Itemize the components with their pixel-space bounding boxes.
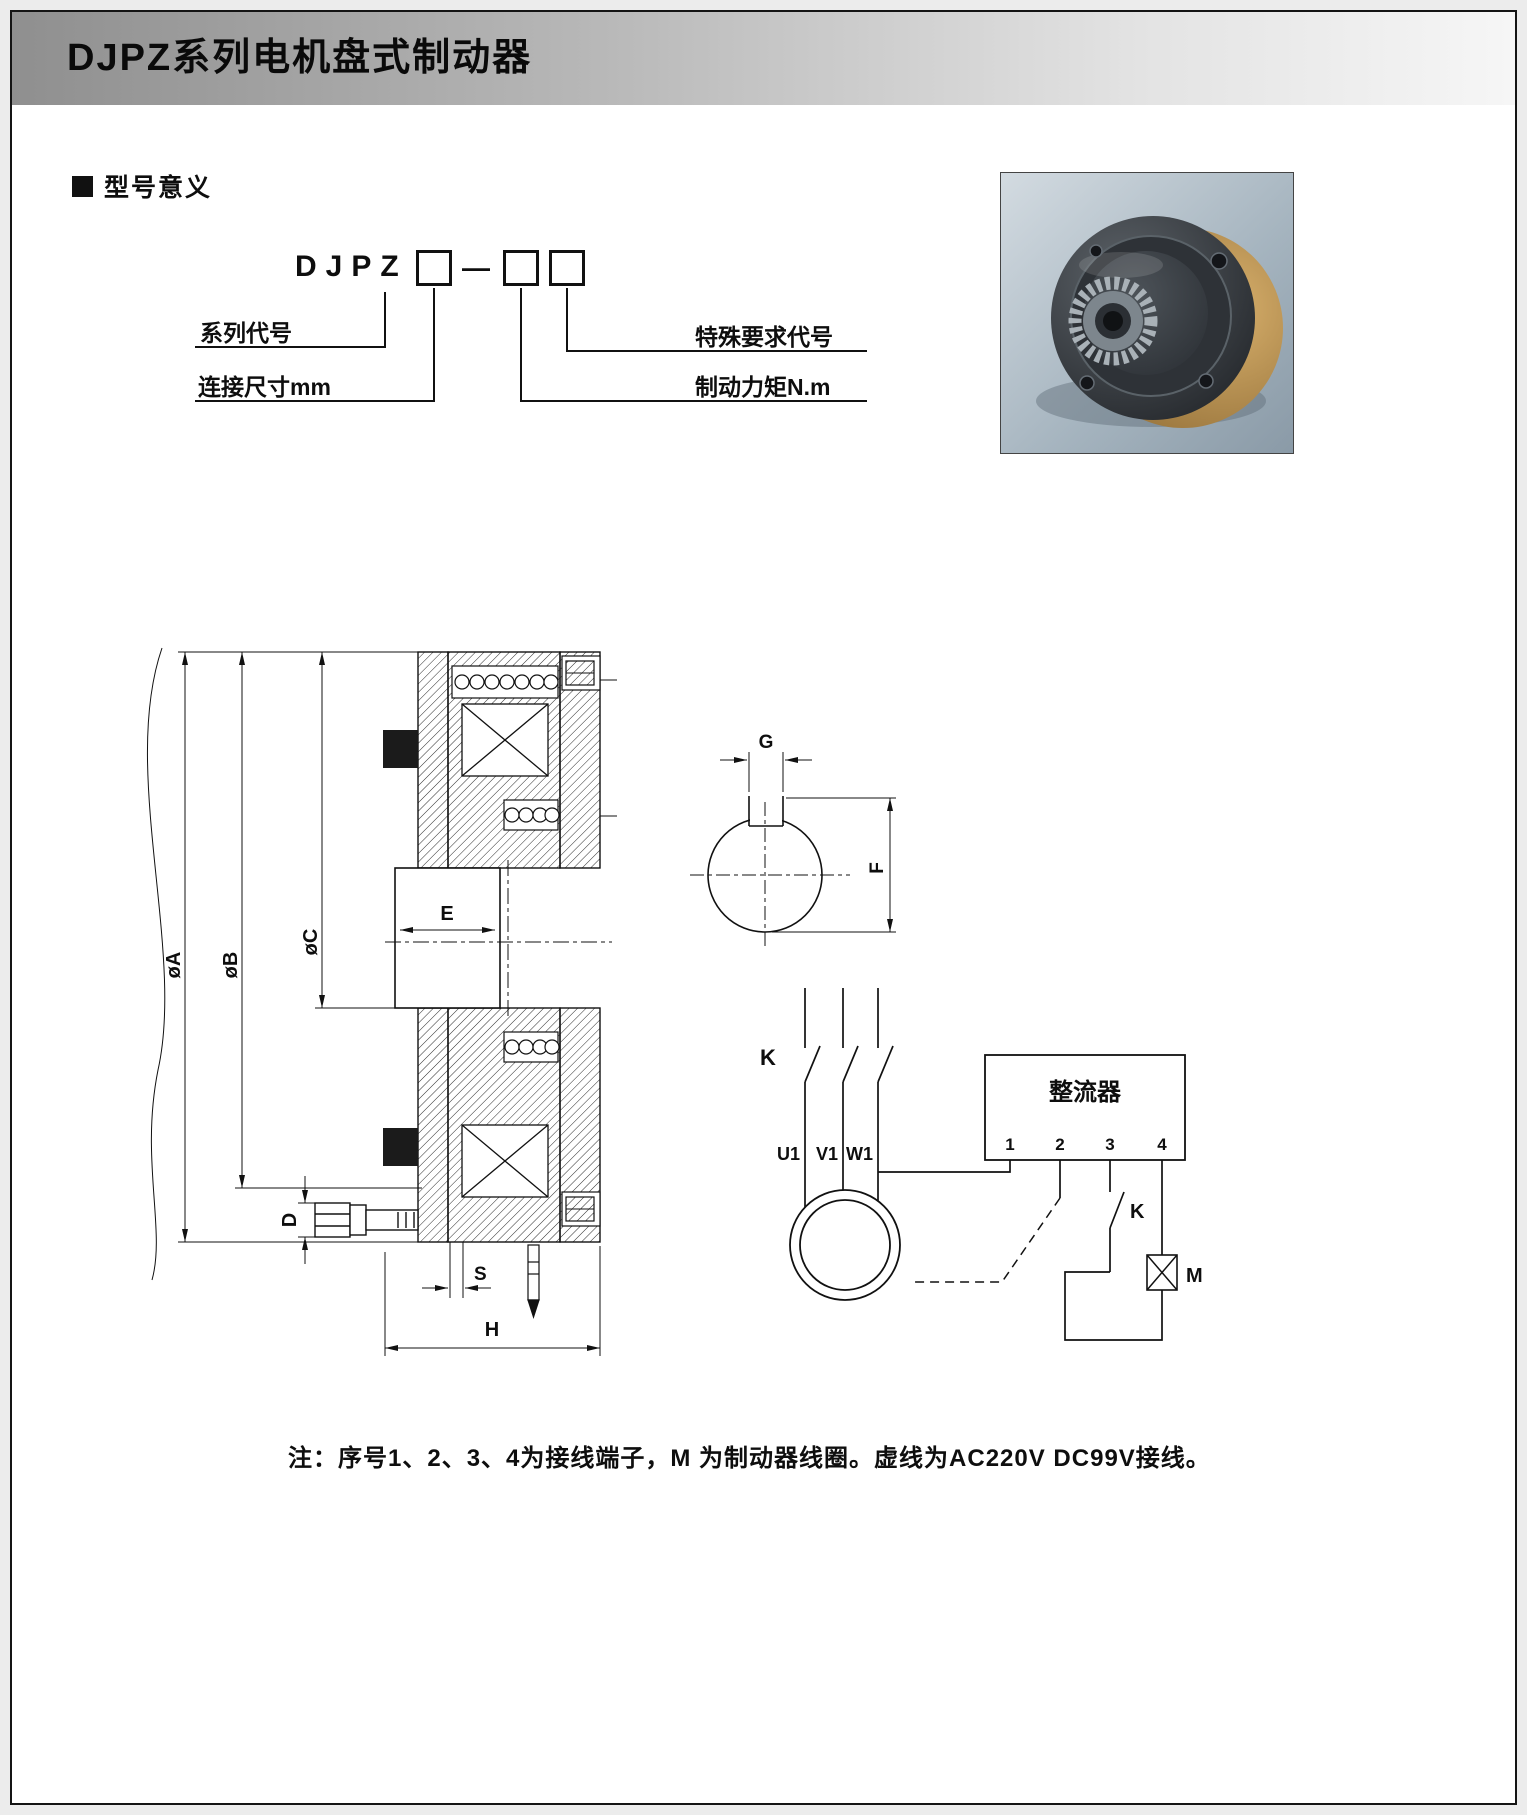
terminal-block (383, 730, 418, 768)
section-heading: 型号意义 (72, 168, 212, 204)
model-box-size (416, 250, 452, 286)
dim-d: D (279, 1176, 320, 1264)
highlight (1079, 252, 1163, 278)
phase-v1-label: V1 (816, 1144, 838, 1164)
dim-label-f: F (867, 862, 888, 874)
label-special-code: 特殊要求代号 (695, 324, 833, 350)
model-box-torque (503, 250, 539, 286)
dim-phi-a: øA (163, 651, 422, 1243)
dim-label-phi-b: øB (220, 952, 242, 979)
mounting-bolts (561, 655, 601, 1227)
label-braking-torque: 制动力矩N.m (695, 374, 831, 400)
rectifier-box (984, 1054, 1186, 1161)
terminal-block (383, 1128, 418, 1166)
dim-label-s: S (474, 1264, 487, 1285)
dim-label-e: E (440, 903, 453, 925)
terminal-3: 3 (1105, 1135, 1114, 1154)
dim-label-phi-a: øA (163, 952, 185, 979)
adjusting-bolt (314, 1202, 419, 1238)
brake-coil-loop (1064, 1160, 1163, 1341)
model-dash: — (462, 252, 490, 283)
terminal-4: 4 (1157, 1135, 1167, 1154)
keyway-slot (748, 796, 784, 827)
dim-e: E (400, 903, 495, 933)
leader-line-series-h (195, 346, 386, 348)
model-box-special (549, 250, 585, 286)
coil-windows (461, 703, 549, 1198)
wire-w1-to-t1 (878, 1160, 1011, 1173)
supply-lines (804, 988, 894, 1215)
main-contactor-label: K (760, 1045, 776, 1070)
motor-inner-circle (799, 1199, 891, 1291)
coil-m-x2 (1146, 1254, 1178, 1291)
phase-u1-label: U1 (777, 1144, 800, 1164)
dashed-ac-wire (910, 1197, 1061, 1283)
coil-m-label: M (1186, 1265, 1203, 1287)
leader-line-torque-v (520, 288, 522, 402)
page-title: DJPZ系列电机盘式制动器 (67, 37, 533, 79)
cross-section-drawing: E øA øB øC D (146, 647, 617, 1356)
label-connection-size: 连接尺寸mm (198, 374, 331, 400)
bolt-lug (1210, 252, 1228, 270)
leader-line-size-h (195, 400, 435, 402)
shaft-bore (1103, 311, 1123, 331)
shaft-section-drawing: G F (690, 732, 896, 948)
section-heading-text: 型号意义 (104, 174, 213, 202)
footnote: 注：序号1、2、3、4为接线端子，M 为制动器线圈。虚线为AC220V DC99… (288, 1445, 1211, 1472)
bolt-lug (1079, 375, 1095, 391)
leader-line-torque-h (521, 400, 867, 402)
dim-phi-b: øB (220, 652, 422, 1189)
hub-section (394, 867, 501, 1009)
leader-line-size-v (433, 288, 435, 402)
model-code: DJPZ (295, 250, 408, 283)
dim-label-d: D (279, 1213, 301, 1227)
dim-f: F (772, 797, 896, 933)
bolt-lug (1089, 244, 1103, 258)
section-bullet-icon (72, 175, 93, 197)
release-pin (527, 1244, 540, 1319)
wiring-diagram: K U1 V1 W1 整流器 1 2 3 4 K M (760, 988, 1203, 1341)
dim-phi-c: øC (300, 652, 395, 1009)
dim-label-phi-c: øC (300, 929, 322, 956)
product-photo-art (1001, 173, 1293, 453)
phase-w1-label: W1 (846, 1144, 873, 1164)
leader-line-special-h (567, 350, 867, 352)
spring-pockets (451, 665, 560, 1063)
leader-line-special-v (566, 288, 568, 352)
leader-line-series-v (384, 292, 386, 348)
label-series-code: 系列代号 (200, 320, 292, 346)
aux-contact-label: K (1130, 1201, 1145, 1223)
dim-g: G (720, 732, 812, 792)
terminal-1: 1 (1005, 1135, 1014, 1154)
header-band: DJPZ系列电机盘式制动器 (12, 12, 1515, 105)
rectifier-label: 整流器 (1049, 1079, 1122, 1106)
terminal-2: 2 (1055, 1135, 1064, 1154)
dim-s: S (422, 1242, 491, 1298)
dim-label-g: G (759, 732, 774, 753)
dim-h: H (384, 1246, 601, 1356)
keyway-mask (750, 795, 782, 825)
bolt-lug (1198, 373, 1214, 389)
break-line (146, 647, 166, 1281)
dim-label-h: H (485, 1319, 499, 1341)
gear-hub-teeth (1068, 276, 1158, 366)
product-photo (1000, 172, 1294, 454)
